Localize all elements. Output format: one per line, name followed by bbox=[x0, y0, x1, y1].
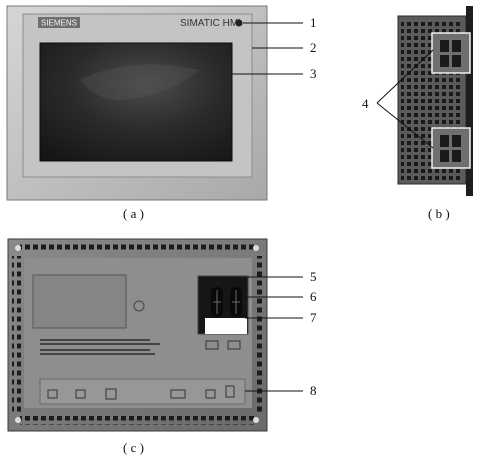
compartment-white-window bbox=[205, 318, 247, 334]
interface-strip bbox=[39, 378, 246, 405]
caption-c: ( c ) bbox=[123, 440, 144, 455]
callout-3: 3 bbox=[310, 66, 317, 81]
screw-icon bbox=[253, 245, 259, 251]
simatic-hmi-label: SIMATIC HMI bbox=[180, 18, 241, 29]
label-recess bbox=[32, 274, 127, 329]
panel-c-rear-view: ( c ) bbox=[7, 238, 268, 455]
siemens-logo-plate bbox=[38, 17, 80, 28]
siemens-logo-text: SIEMENS bbox=[41, 19, 77, 28]
small-port-icon bbox=[205, 340, 219, 350]
callout-8: 8 bbox=[310, 383, 317, 398]
rotary-switch-right bbox=[230, 287, 242, 317]
caption-a: ( a ) bbox=[123, 206, 144, 221]
status-led-icon bbox=[235, 19, 243, 27]
callout-6: 6 bbox=[310, 289, 317, 304]
screw-icon bbox=[15, 245, 21, 251]
hmi-display-screen bbox=[39, 42, 233, 162]
rotary-switch-left bbox=[211, 287, 223, 317]
callout-5: 5 bbox=[310, 269, 317, 284]
screw-icon bbox=[15, 417, 21, 423]
side-front-bezel bbox=[466, 6, 473, 196]
rear-vents-top bbox=[20, 244, 255, 253]
rear-vents-left bbox=[12, 256, 21, 412]
caption-b: ( b ) bbox=[428, 206, 450, 221]
mounting-clip-top bbox=[431, 32, 471, 74]
rear-fine-print bbox=[40, 339, 160, 355]
callout-1: 1 bbox=[310, 15, 317, 30]
callout-4-leaders bbox=[376, 49, 434, 149]
small-port-icon bbox=[227, 340, 241, 350]
rear-vents-right bbox=[255, 256, 264, 412]
screen-reflection bbox=[80, 64, 200, 100]
screw-icon bbox=[253, 417, 259, 423]
callout-7: 7 bbox=[310, 310, 317, 325]
callouts-a bbox=[232, 22, 303, 75]
rear-vents-bottom bbox=[20, 416, 255, 425]
interface-ports bbox=[47, 385, 235, 400]
panel-b-side-view: ( b ) bbox=[397, 6, 473, 221]
callout-4: 4 bbox=[362, 96, 369, 111]
panel-a-front-view: SIEMENS SIMATIC HMI ( a ) bbox=[6, 5, 268, 221]
callout-2: 2 bbox=[310, 40, 317, 55]
callouts-c bbox=[243, 276, 303, 392]
mounting-clip-bottom bbox=[431, 127, 471, 169]
mounting-hole-icon bbox=[133, 300, 145, 312]
